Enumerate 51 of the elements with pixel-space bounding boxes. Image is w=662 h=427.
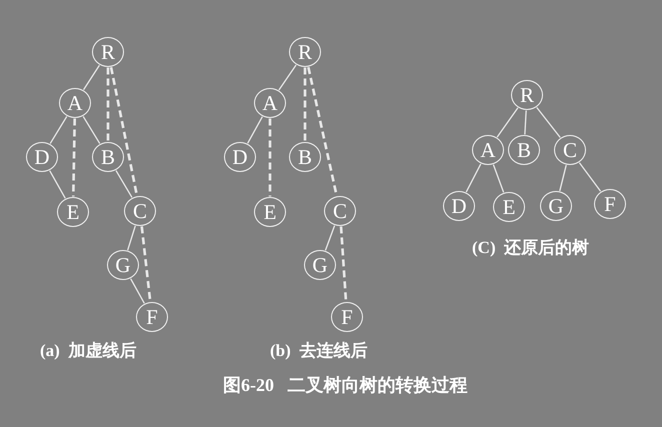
subfigure-caption: (C) 还原后的树: [472, 238, 590, 258]
tree-node-circle: A: [59, 88, 91, 118]
tree-edge: [106, 68, 110, 142]
tree-edge: [247, 116, 263, 144]
figure-title: 图6-20 二叉树向树的转换过程: [223, 375, 468, 397]
tree-node-circle: A: [254, 88, 286, 118]
tree-node-circle: E: [254, 197, 286, 227]
tree-node-circle: C: [554, 135, 586, 165]
tree-edge: [340, 226, 348, 302]
subfigure-caption: (b) 去连线后: [270, 341, 368, 362]
tree-edge: [268, 118, 272, 196]
tree-edge: [127, 226, 136, 250]
tree-node-circle: F: [136, 302, 168, 332]
tree-node-circle: G: [540, 191, 572, 221]
tree-node-circle: E: [57, 197, 89, 227]
tree-node-circle: R: [92, 37, 124, 67]
tree-edge: [115, 170, 133, 198]
tree-node-circle: E: [493, 192, 525, 222]
tree-edge: [492, 164, 504, 193]
tree-node-circle: C: [324, 196, 356, 226]
tree-edge: [466, 164, 482, 192]
tree-node-circle: G: [107, 250, 139, 280]
tree-node-circle: B: [508, 135, 540, 165]
tree-edge: [72, 118, 76, 197]
tree-node-circle: R: [289, 37, 321, 67]
tree-node-circle: F: [331, 302, 363, 332]
subfigure-caption: (a) 加虚线后: [40, 341, 136, 362]
tree-edge: [50, 116, 68, 144]
tree-edge: [49, 170, 66, 199]
tree-node-circle: D: [26, 142, 58, 172]
tree-node-circle: G: [304, 250, 336, 280]
tree-edge: [496, 108, 518, 138]
tree-node-circle: R: [511, 80, 543, 110]
tree-node-circle: A: [472, 135, 504, 165]
tree-edge: [278, 64, 297, 90]
tree-node-circle: C: [124, 196, 156, 226]
tree-edge: [130, 278, 145, 304]
tree-edge: [140, 226, 152, 302]
tree-edge: [524, 110, 527, 135]
tree-edge: [536, 107, 561, 138]
tree-node-circle: F: [594, 189, 626, 219]
tree-node-circle: B: [92, 142, 124, 172]
tree-edge: [304, 68, 306, 142]
tree-edge: [559, 164, 567, 192]
tree-edge: [83, 64, 100, 90]
tree-edge: [324, 225, 336, 251]
tree-node-circle: B: [289, 142, 321, 172]
tree-edge: [578, 162, 602, 192]
tree-node-circle: D: [224, 142, 256, 172]
tree-edge: [82, 116, 100, 144]
tree-node-circle: D: [443, 191, 475, 221]
